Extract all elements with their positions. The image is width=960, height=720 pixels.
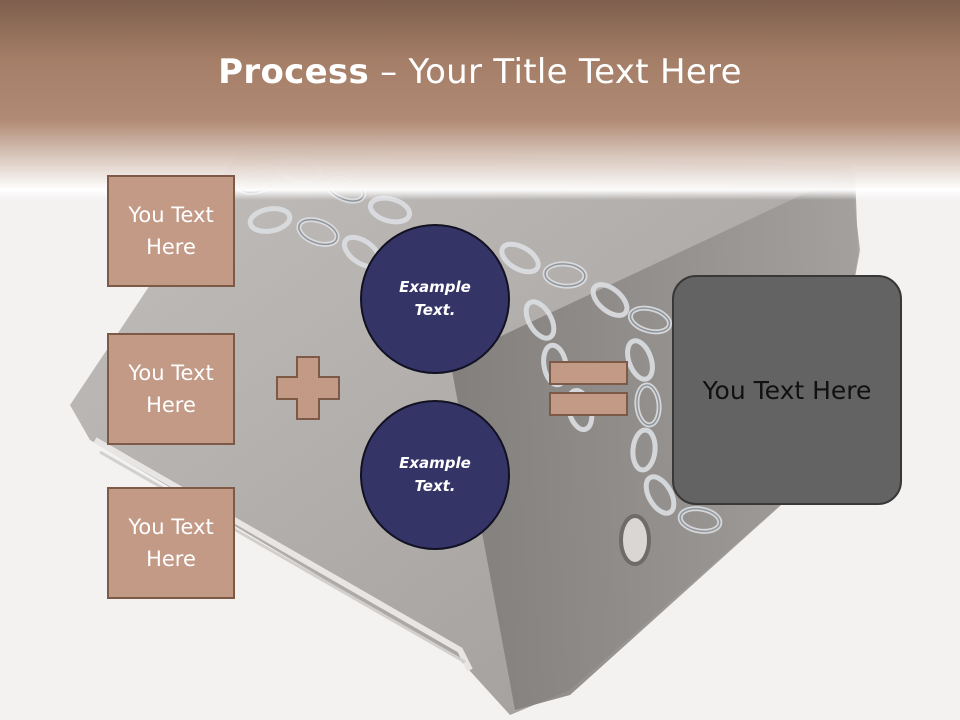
example-circle-label: Example Text.: [399, 454, 471, 495]
example-circle-2[interactable]: Example Text.: [360, 400, 510, 550]
example-circle-label: Example Text.: [399, 278, 471, 319]
left-text-box-label: You Text Here: [128, 203, 214, 259]
result-box[interactable]: You Text Here: [672, 275, 902, 505]
left-text-box-2[interactable]: You Text Here: [107, 333, 235, 445]
left-text-box-1[interactable]: You Text Here: [107, 175, 235, 287]
result-box-label: You Text Here: [702, 375, 872, 405]
plus-icon: [276, 356, 340, 420]
example-circle-1[interactable]: Example Text.: [360, 224, 510, 374]
title-bold: Process: [218, 52, 370, 92]
equals-icon: [549, 361, 628, 416]
left-text-box-label: You Text Here: [128, 361, 214, 417]
left-text-box-3[interactable]: You Text Here: [107, 487, 235, 599]
left-text-box-label: You Text Here: [128, 515, 214, 571]
slide-title[interactable]: Process – Your Title Text Here: [0, 52, 960, 92]
title-banner: [0, 0, 960, 200]
title-rest: – Your Title Text Here: [369, 52, 742, 92]
